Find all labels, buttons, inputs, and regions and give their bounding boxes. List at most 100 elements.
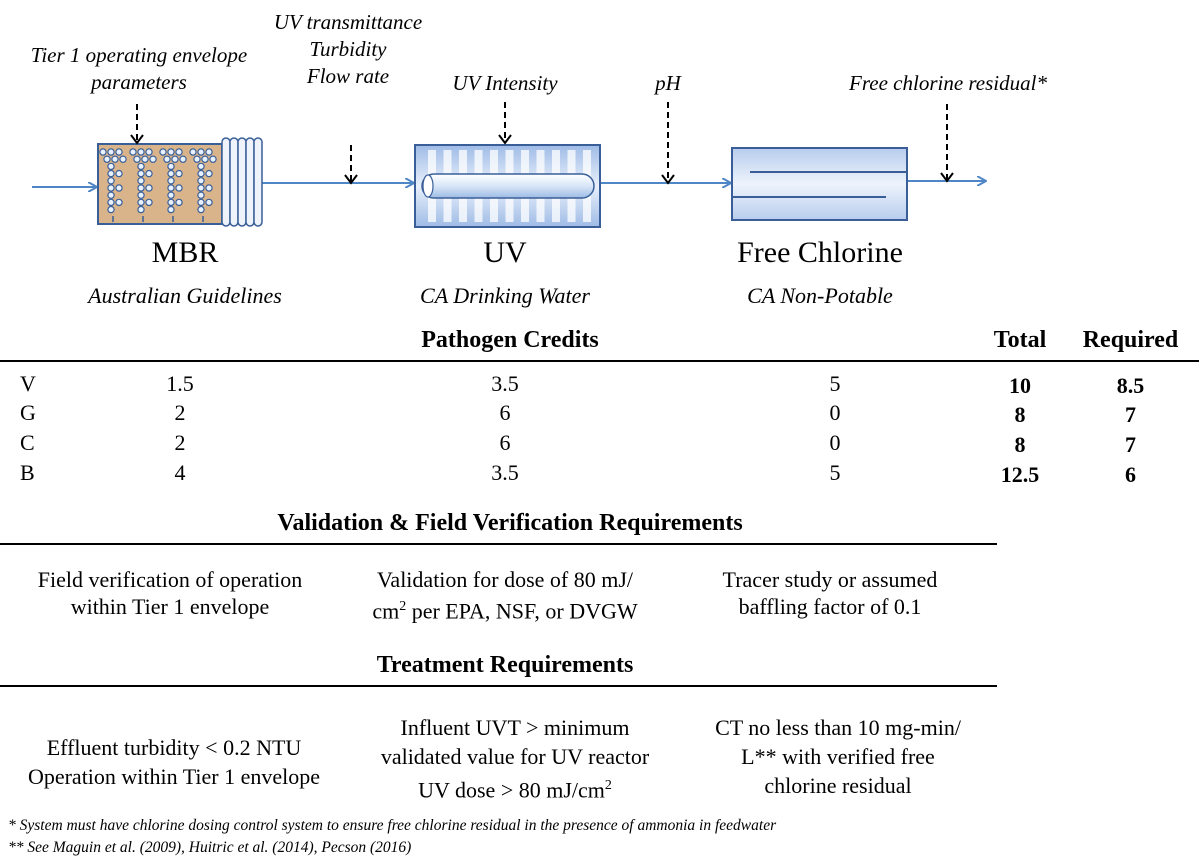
param-uvt: UV transmittance Turbidity Flow rate	[258, 9, 438, 90]
validation-mbr-line2: within Tier 1 envelope	[70, 594, 270, 619]
param-tier1: Tier 1 operating envelope parameters	[10, 42, 268, 96]
validation-uv: Validation for dose of 80 mJ/ cm2 per EP…	[340, 566, 670, 624]
cell-mbr: 1.5	[166, 371, 194, 396]
cell-required: 7	[1125, 402, 1136, 427]
air-bubble	[197, 162, 205, 171]
air-bubble	[103, 155, 111, 163]
air-bubble	[175, 169, 183, 178]
cell-total: 8	[1014, 402, 1026, 427]
air-bubble	[107, 205, 115, 214]
validation-chlorine: Tracer study or assumed baffling factor …	[680, 566, 980, 620]
param-tier1-line1: Tier 1 operating envelope	[30, 43, 248, 67]
air-bubble	[115, 198, 123, 207]
air-bubble	[205, 148, 213, 156]
air-bubble	[107, 184, 115, 192]
validation-uv-line2: cm2 per EPA, NSF, or DVGW	[340, 593, 670, 624]
air-bubble	[107, 148, 115, 156]
air-bubble	[189, 148, 197, 156]
treatment-uv: Influent UVT > minimum validated value f…	[345, 713, 685, 804]
param-arrow-tier1	[130, 104, 144, 145]
unit-name-uv: UV	[483, 236, 527, 269]
chlorine-contact-tank-icon	[731, 147, 908, 221]
air-bubble	[137, 184, 145, 192]
air-bubble	[209, 155, 217, 163]
mbr-unit-icon	[97, 137, 263, 227]
air-bubble	[193, 155, 201, 163]
air-bubble	[137, 177, 145, 185]
air-bubble	[197, 198, 205, 207]
air-bubble	[167, 191, 175, 199]
air-bubble	[175, 148, 183, 156]
treatment-mbr: Effluent turbidity < 0.2 NTU Operation w…	[0, 733, 348, 791]
cell-chlorine: 5	[829, 371, 841, 396]
treatment-title: Treatment Requirements	[376, 652, 634, 678]
cell-chlorine: 5	[829, 460, 841, 485]
air-bubble	[137, 169, 145, 178]
cell-uv: 3.5	[491, 371, 519, 396]
cell-mbr: 2	[174, 430, 186, 455]
cell-total: 10	[1009, 373, 1031, 398]
cell-required: 7	[1125, 432, 1136, 457]
validation-uv-agencies: per EPA, NSF, or DVGW	[406, 598, 638, 624]
air-bubble	[197, 148, 205, 156]
cell-total: 8	[1014, 432, 1026, 457]
air-bubble	[99, 148, 107, 156]
unit-basis-free-chlorine: CA Non-Potable	[747, 283, 893, 308]
pathogen-credits-rule	[0, 360, 1199, 362]
air-bubble	[167, 162, 175, 171]
air-bubble	[137, 148, 145, 156]
param-arrow-ph	[661, 102, 675, 185]
air-bubble	[167, 177, 175, 185]
air-bubble	[107, 191, 115, 199]
air-bubble	[205, 169, 213, 178]
unit-name-mbr: MBR	[151, 236, 219, 269]
air-bubble	[145, 184, 153, 192]
air-bubble	[107, 162, 115, 171]
treatment-uv-line3: UV dose > 80 mJ/cm2	[345, 771, 685, 804]
cell-total: 12.5	[1000, 462, 1040, 487]
cell-mbr: 2	[174, 400, 186, 425]
footnote-1: * System must have chlorine dosing contr…	[8, 817, 777, 834]
treatment-uv-line2: validated value for UV reactor	[380, 744, 650, 769]
air-bubble	[145, 198, 153, 207]
uv-reactor-icon	[414, 144, 601, 228]
air-bubble	[167, 148, 175, 156]
treatment-mbr-line2: Operation within Tier 1 envelope	[27, 764, 321, 789]
air-bubble	[129, 148, 137, 156]
cell-uv: 6	[499, 430, 511, 455]
validation-cl-line1: Tracer study or assumed	[722, 567, 938, 592]
air-bubble	[197, 205, 205, 214]
air-bubble	[149, 155, 157, 163]
treatment-rule	[0, 685, 997, 687]
air-bubble	[163, 155, 171, 163]
pathogen-credits-required-header: Required	[1082, 327, 1179, 353]
air-bubble	[205, 184, 213, 192]
air-bubble	[167, 198, 175, 207]
air-bubble	[133, 155, 141, 163]
param-uv-intensity: UV Intensity	[452, 71, 558, 95]
air-bubble	[145, 169, 153, 178]
row-label: G	[20, 400, 36, 425]
air-bubble	[137, 162, 145, 171]
air-bubble	[115, 169, 123, 178]
mbr-bubbles	[99, 148, 217, 222]
param-tier1-line2: parameters	[91, 70, 187, 94]
cell-uv: 6	[499, 400, 511, 425]
pathogen-credits-title: Pathogen Credits	[421, 327, 599, 353]
air-bubble	[197, 191, 205, 199]
unit-name-free-chlorine: Free Chlorine	[737, 236, 903, 269]
air-bubble	[107, 177, 115, 185]
unit-basis-uv: CA Drinking Water	[420, 283, 590, 308]
cell-required: 8.5	[1116, 373, 1145, 398]
air-bubble	[175, 184, 183, 192]
air-bubble	[119, 155, 127, 163]
cell-chlorine: 0	[829, 400, 841, 425]
validation-mbr: Field verification of operation within T…	[5, 566, 335, 620]
air-bubble	[145, 148, 153, 156]
air-bubble	[115, 184, 123, 192]
param-uvt-line1: UV transmittance	[273, 10, 423, 34]
treatment-cl-line2: L** with verified free	[741, 744, 935, 769]
param-arrow-intensity	[498, 102, 512, 145]
air-bubble	[175, 198, 183, 207]
cell-required: 6	[1125, 462, 1136, 487]
